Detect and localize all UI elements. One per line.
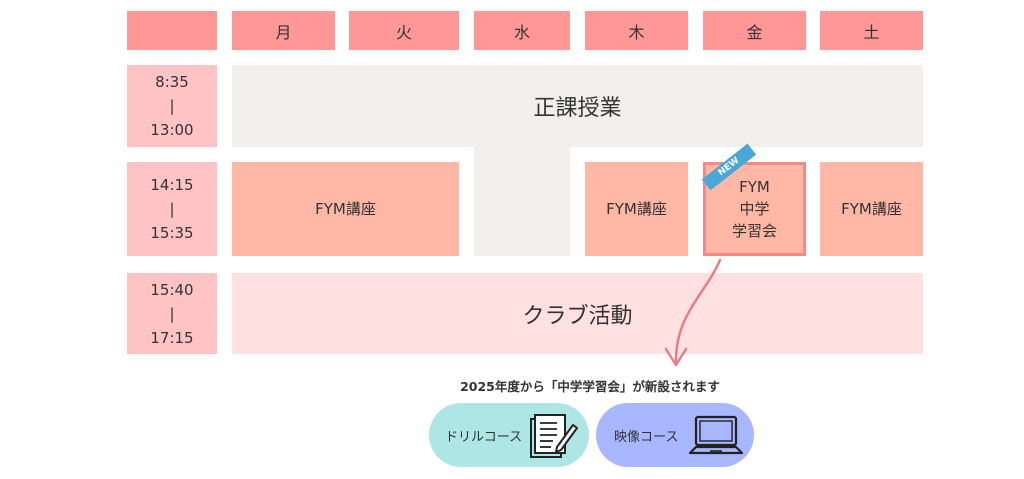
laptop-icon	[688, 415, 744, 455]
day-wed: 水	[474, 11, 570, 50]
time-slot-1: 8:35 | 13:00	[127, 65, 217, 147]
video-course-pill: 映像コース	[596, 403, 754, 467]
time-sep: |	[169, 97, 175, 115]
drill-course-pill: ドリルコース	[429, 403, 589, 467]
time-end: 17:15	[150, 328, 194, 347]
curved-arrow-icon	[664, 258, 722, 367]
time-sep: |	[169, 200, 175, 218]
day-tue: 火	[349, 11, 459, 50]
wednesday-regular-extension	[474, 145, 570, 256]
fym-new-line3: 学習会	[731, 222, 777, 240]
fym-course-sat: FYM講座	[820, 162, 923, 256]
drill-course-label: ドリルコース	[445, 429, 523, 445]
day-mon: 月	[232, 11, 335, 50]
notice-text: 2025年度から「中学学習会」が新設されます	[460, 379, 720, 394]
video-course-label: 映像コース	[614, 429, 679, 445]
time-start: 15:40	[150, 280, 194, 299]
fym-new-line1: FYM	[739, 178, 770, 196]
time-sep: |	[169, 304, 175, 323]
fym-new-line2: 中学	[739, 200, 770, 218]
time-start: 8:35	[155, 73, 189, 91]
day-sat: 土	[820, 11, 923, 50]
day-fri: 金	[703, 11, 806, 50]
time-start: 14:15	[150, 176, 194, 194]
header-corner	[127, 11, 217, 50]
time-end: 15:35	[150, 224, 194, 242]
time-end: 13:00	[150, 121, 194, 139]
club-activities-block: クラブ活動	[232, 273, 923, 354]
fym-course-thu: FYM講座	[585, 162, 688, 256]
fym-course-mon-tue: FYM講座	[232, 162, 459, 256]
regular-classes-block: 正課授業	[232, 65, 923, 147]
document-pen-icon	[530, 414, 578, 458]
time-slot-2: 14:15 | 15:35	[127, 162, 217, 256]
time-slot-3: 15:40 | 17:15	[127, 273, 217, 354]
day-thu: 木	[585, 11, 688, 50]
